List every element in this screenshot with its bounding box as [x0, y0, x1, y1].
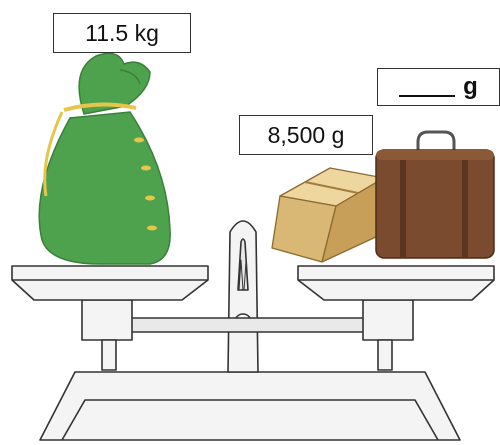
right-post: [363, 300, 413, 340]
scale-beam: [130, 318, 365, 332]
sack-weight-text: 11.5 kg: [85, 20, 159, 47]
sack-weight-label: 11.5 kg: [53, 13, 191, 53]
answer-blank[interactable]: [399, 77, 455, 97]
box-icon: [272, 168, 384, 262]
suitcase-icon: [376, 132, 494, 258]
box-weight-label: 8,500 g: [239, 115, 373, 155]
box-weight-text: 8,500 g: [268, 122, 345, 149]
suitcase-weight-label: g: [377, 68, 500, 106]
right-pan: [298, 266, 494, 300]
suitcase-unit-text: g: [463, 73, 478, 101]
sack-icon: [39, 53, 170, 264]
left-pan: [12, 266, 208, 300]
scale-base: [40, 372, 460, 440]
left-post: [82, 300, 132, 340]
